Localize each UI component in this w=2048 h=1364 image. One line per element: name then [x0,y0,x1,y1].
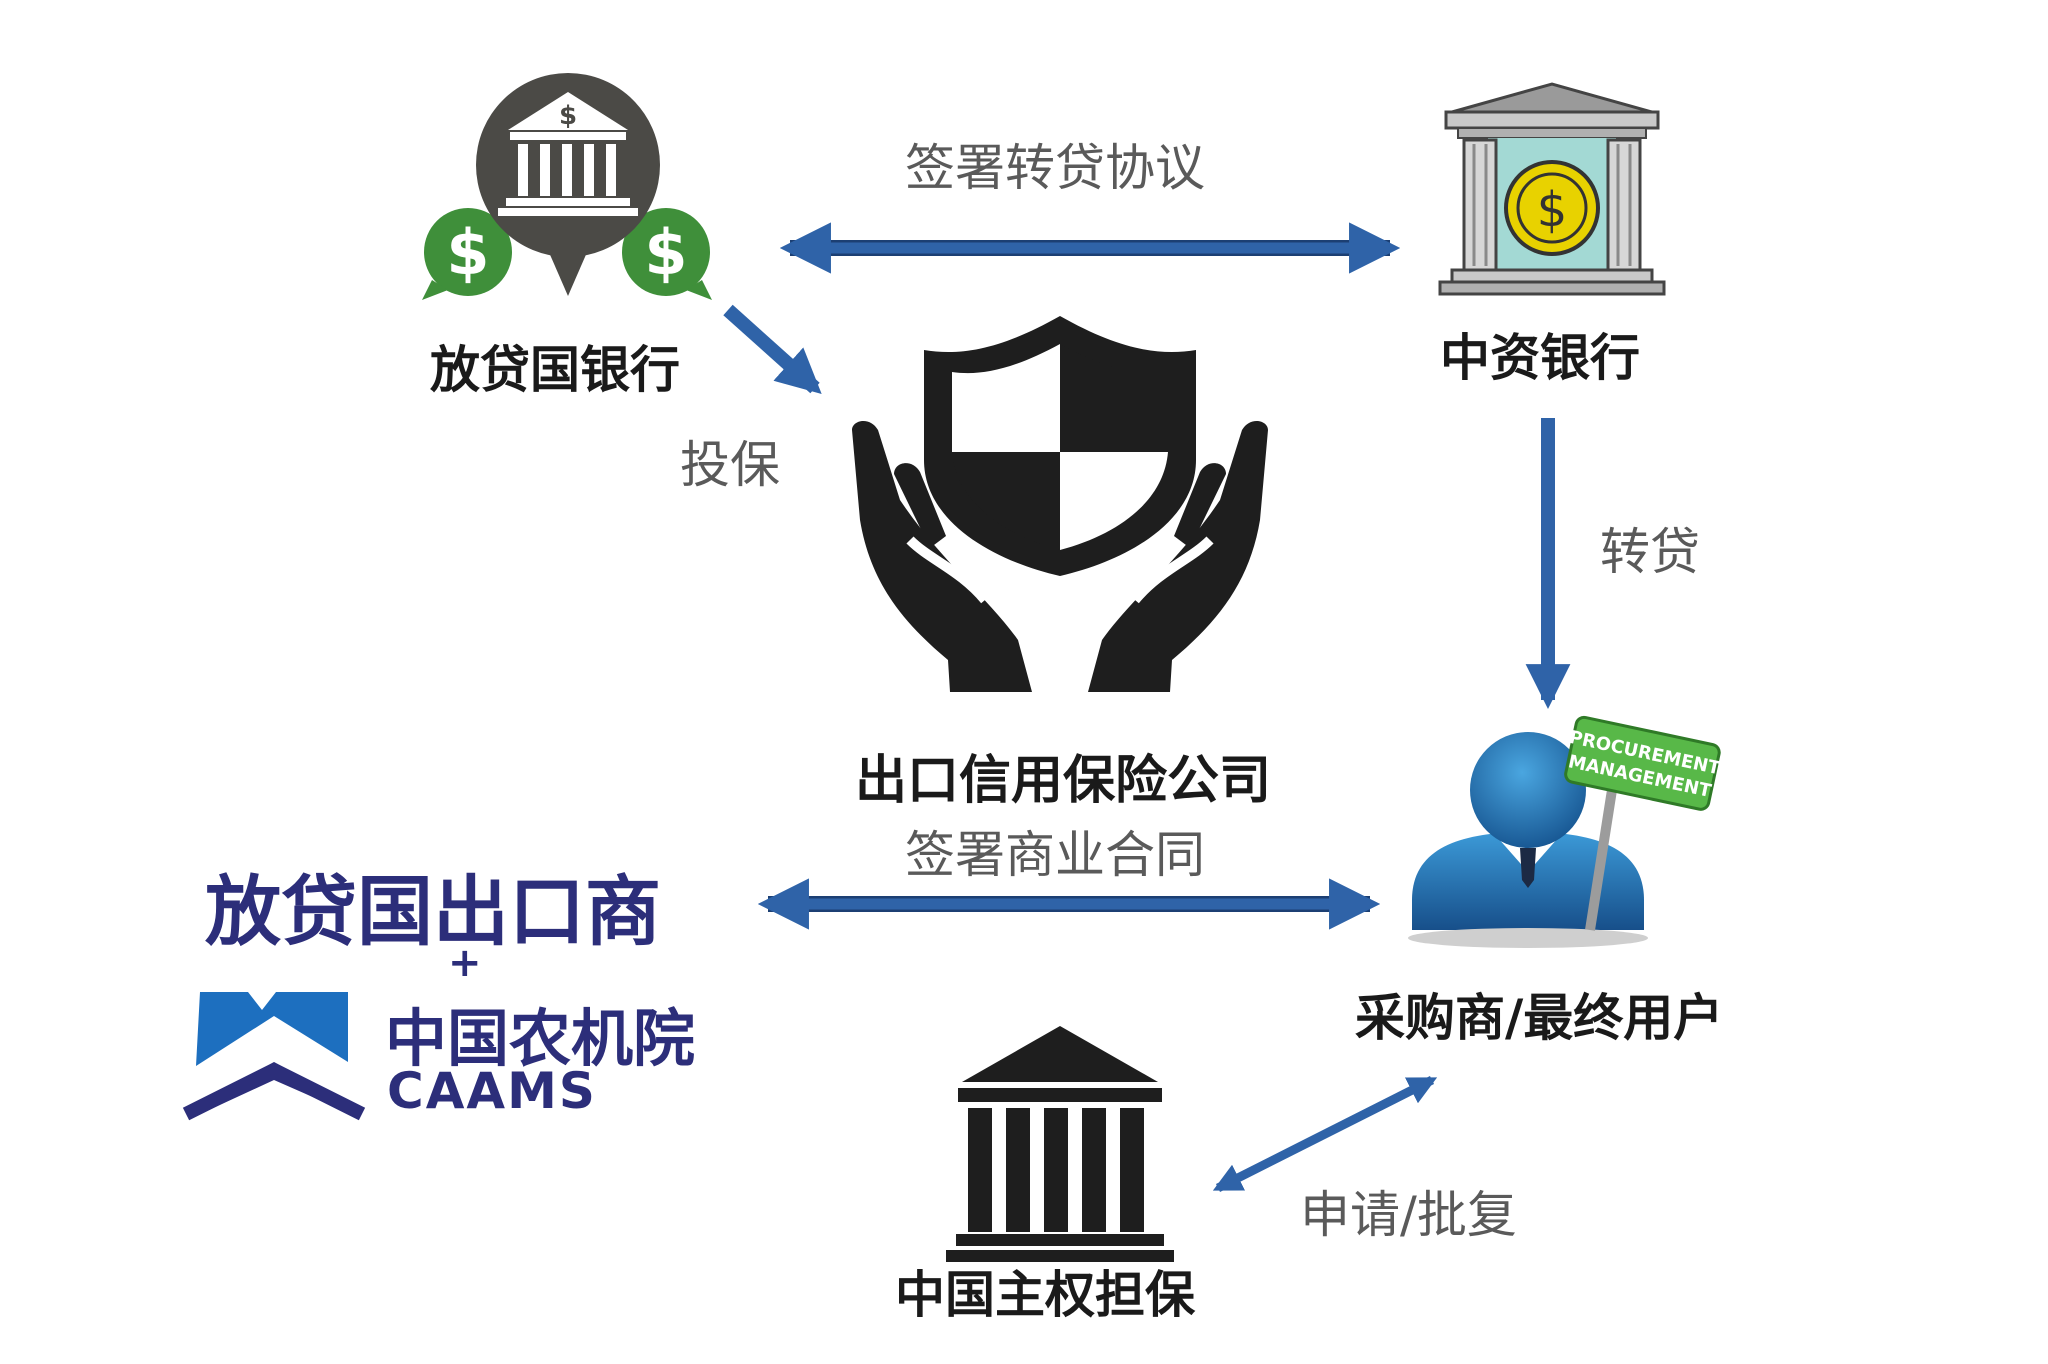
lender-bank-icon: $ $ $ [422,73,712,300]
edge-label-apply-approve: 申请/批复 [1300,1186,1517,1244]
svg-text:$: $ [644,216,687,289]
caams-name-cn: 中国农机院 [385,1002,696,1075]
dollar-bubble-right-icon: $ [622,208,712,300]
node-label-buyer: 采购商/最终用户 [1355,989,1724,1047]
node-label-insurer: 出口信用保险公司 [855,751,1272,811]
svg-text:$: $ [446,216,489,289]
caams-logo-icon [182,992,366,1121]
svg-text:$: $ [1537,182,1568,238]
dollar-bubble-left-icon: $ [422,208,512,300]
edge-label-insure: 投保 [680,436,780,494]
svg-text:$: $ [559,101,577,131]
caams-name-en: CAAMS [387,1062,597,1120]
insurance-shield-hands-icon [852,316,1268,692]
sovereign-building-icon [946,1026,1174,1262]
edge-label-agree-onlend: 签署转贷协议 [905,139,1205,197]
edge-label-commercial-contract: 签署商业合同 [905,826,1205,884]
node-label-exporter: 放贷国出口商 [205,867,661,956]
plus-sign: + [448,940,482,986]
node-label-chinese-bank: 中资银行 [1440,329,1640,387]
arrow-insure [723,304,822,394]
arrow-apply-approve [1212,1075,1438,1193]
node-label-lender-bank: 放贷国银行 [430,341,680,399]
edge-label-onlend: 转贷 [1600,523,1700,581]
coin-icon: $ [1504,160,1600,256]
node-label-sovereign: 中国主权担保 [895,1266,1195,1324]
chinese-bank-icon: $ [1438,82,1666,296]
buyer-person-icon: PROCUREMENT MANAGEMENT [1408,715,1723,948]
